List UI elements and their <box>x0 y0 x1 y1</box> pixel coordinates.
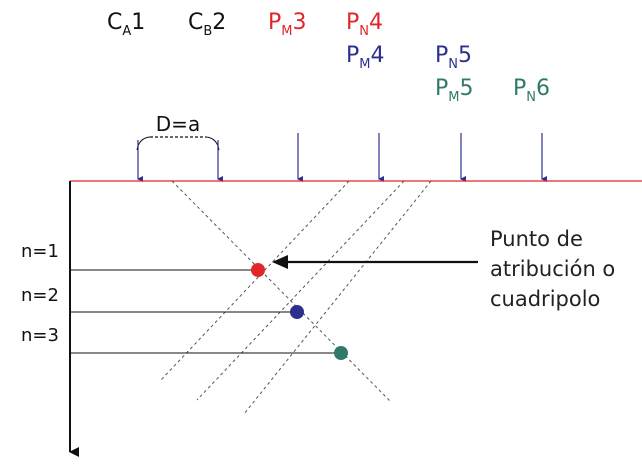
electrode-label-ca1: CA1 <box>107 10 145 39</box>
callout-line-3: cuadripolo <box>490 287 600 311</box>
attribution-point-n1 <box>251 263 265 277</box>
electrode-label-pm5: PM5 <box>435 76 474 105</box>
level-label-n1: n=1 <box>21 241 59 262</box>
electrode-label-pm4: PM4 <box>346 43 385 72</box>
guide-line-from-cb <box>171 180 392 403</box>
spacing-indicator: D=a <box>136 112 220 151</box>
construction-lines <box>159 180 432 415</box>
electrode-label-pm3: PM3 <box>268 10 307 39</box>
level-label-n2: n=2 <box>21 285 59 306</box>
electrode-label-pn6: PN6 <box>513 76 550 105</box>
electrode-label-pn5: PN5 <box>435 43 472 72</box>
level-label-n3: n=3 <box>21 325 59 346</box>
attribution-point-n2 <box>290 305 304 319</box>
electrode-arrows <box>137 133 547 182</box>
spacing-label: D=a <box>156 112 200 136</box>
guide-line-from-p5 <box>243 180 432 415</box>
guide-line-from-p4 <box>196 180 405 401</box>
guide-line-from-p3 <box>159 180 350 382</box>
electrode-label-cb2: CB2 <box>188 10 226 39</box>
attribution-point-n3 <box>334 346 348 360</box>
callout-line-1: Punto de <box>490 227 583 251</box>
callout-line-2: atribución o <box>490 257 615 281</box>
callout-arrowhead <box>272 255 288 269</box>
electrode-label-pn4: PN4 <box>346 10 383 39</box>
